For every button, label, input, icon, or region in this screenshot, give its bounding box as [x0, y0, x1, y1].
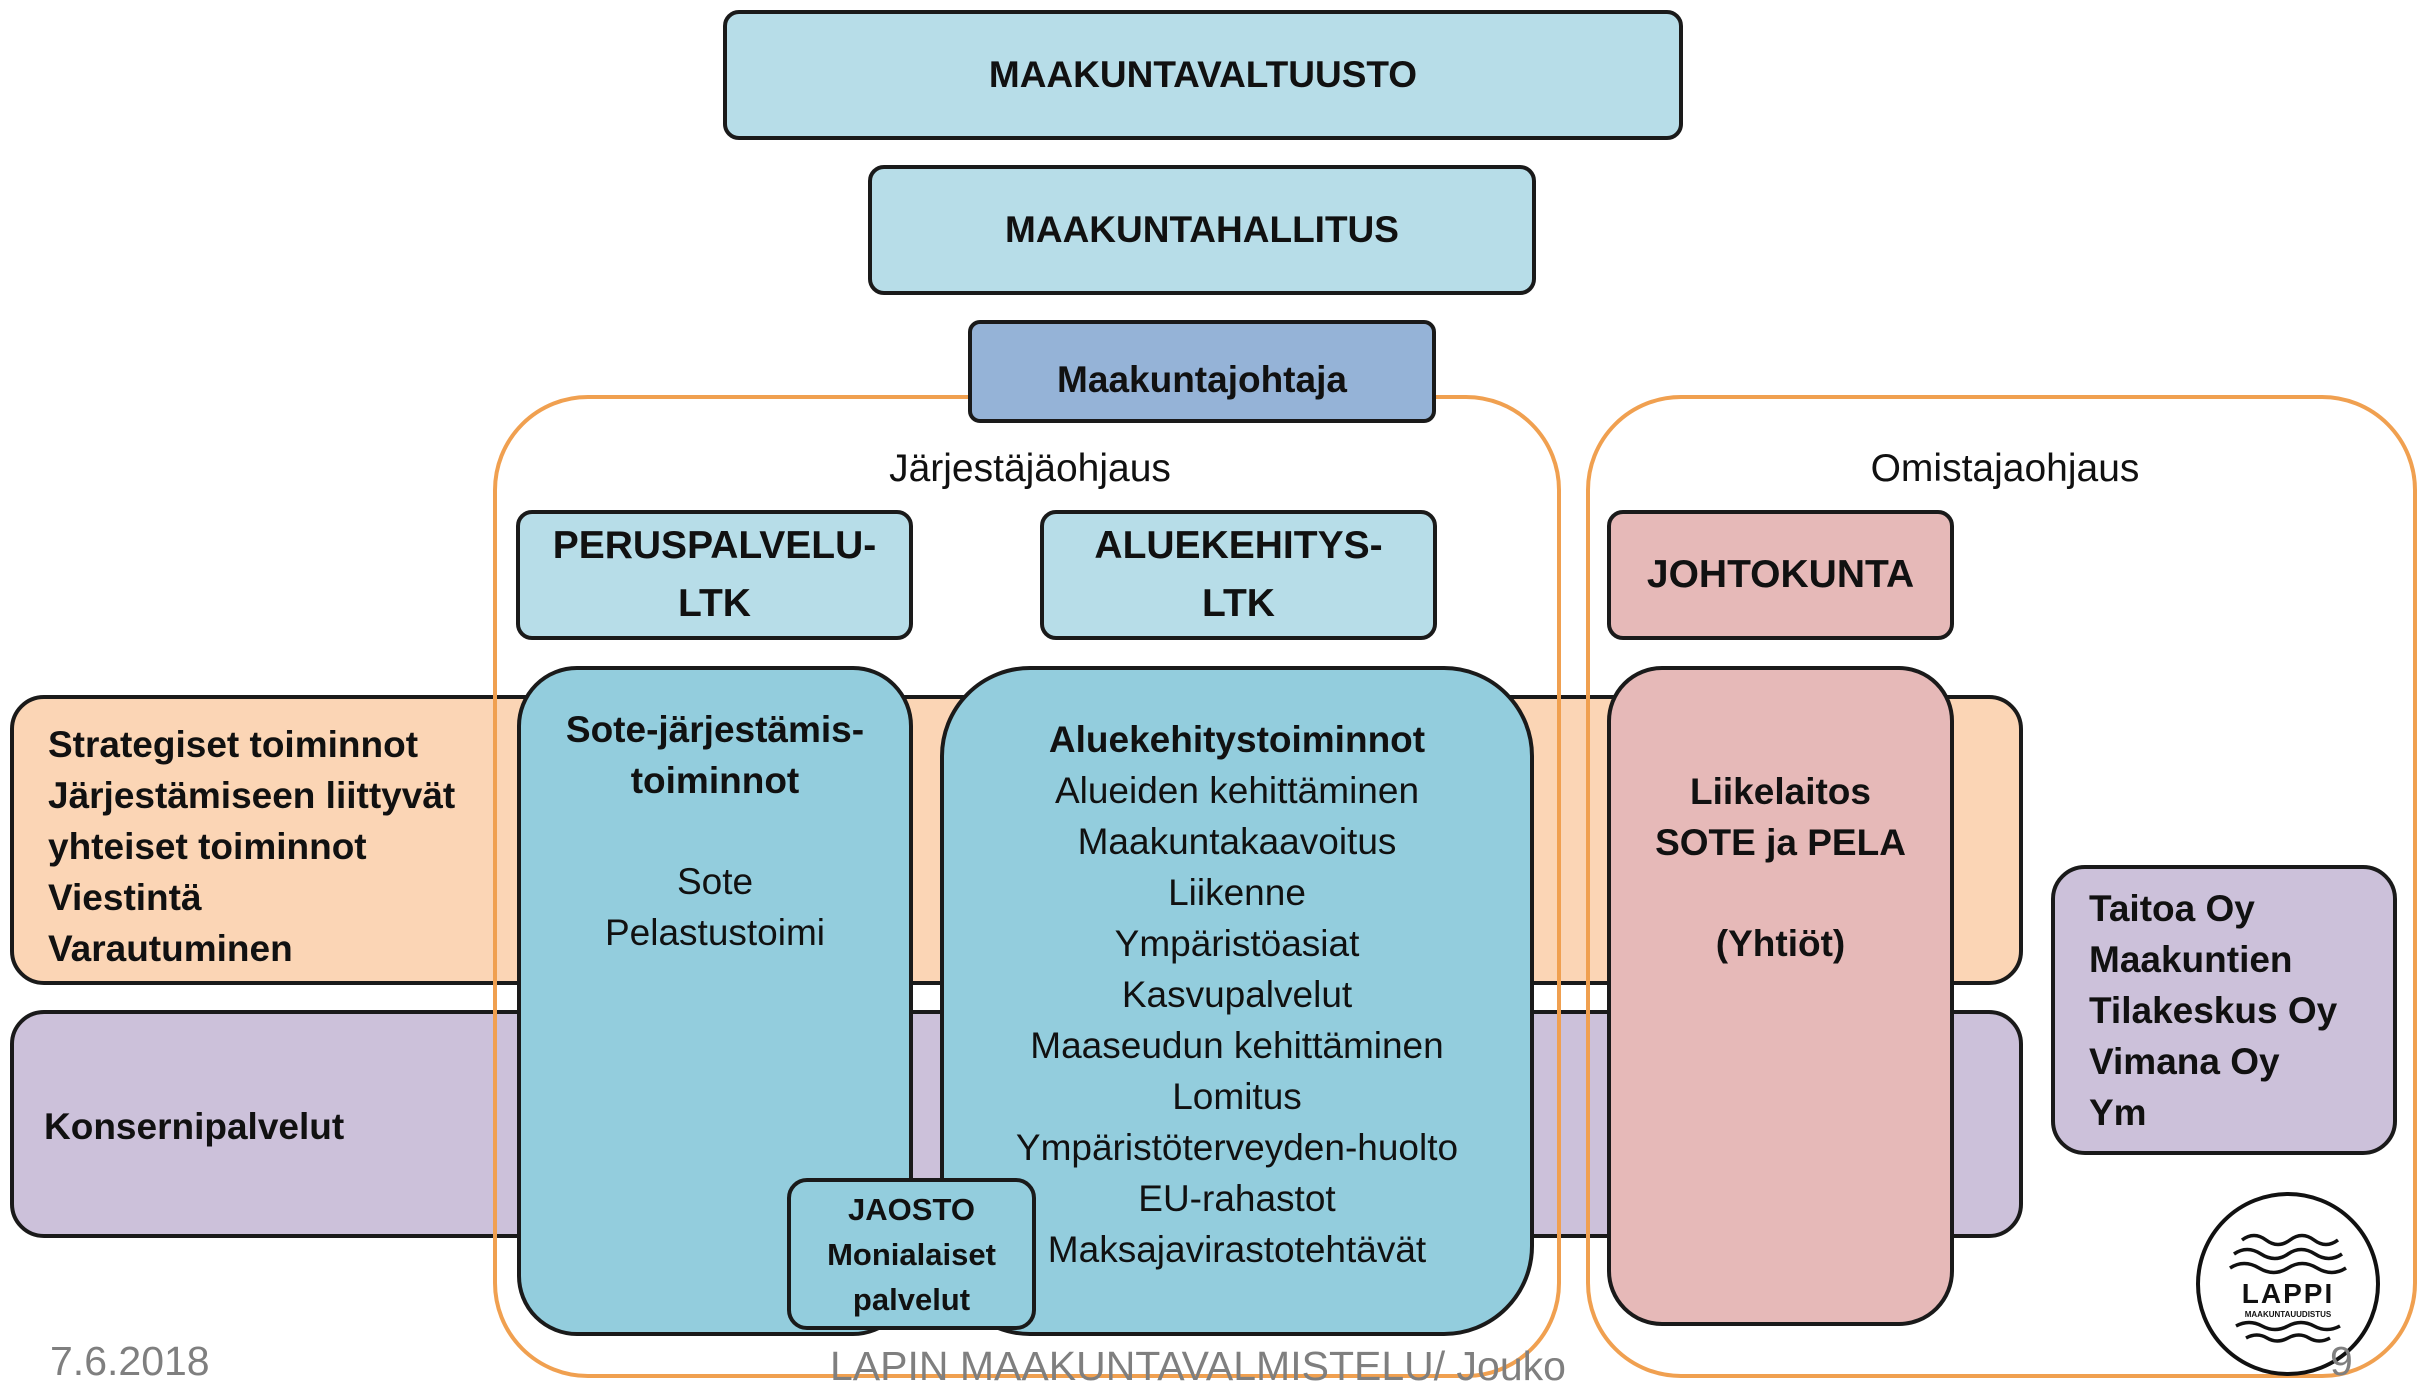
jaosto-box: JAOSTO Monialaiset palvelut: [787, 1178, 1036, 1330]
regional-item: Lomitus: [1172, 1076, 1302, 1117]
company-line: Tilakeskus Oy: [2089, 989, 2338, 1031]
sote-title-line: toiminnot: [630, 760, 800, 801]
strategic-line: Järjestämiseen liittyvät: [48, 775, 456, 816]
sote-title-line: Sote-järjestämis-: [565, 709, 865, 750]
regional-item: Maakuntakaavoitus: [1077, 821, 1397, 862]
director-label: Maakuntajohtaja: [1057, 359, 1347, 400]
board-of-directors-label: JOHTOKUNTA: [1646, 553, 1915, 596]
jaosto-line: JAOSTO: [848, 1191, 975, 1227]
company-line: Taitoa Oy: [2089, 887, 2255, 929]
strategic-line: Strategiset toiminnot: [48, 724, 419, 765]
council-box: MAAKUNTAVALTUUSTO: [723, 10, 1683, 140]
regional-item: EU-rahastot: [1138, 1178, 1336, 1219]
company-line: Maakuntien: [2089, 938, 2293, 980]
lappi-logo: LAPPI MAAKUNTAUUDISTUS: [2196, 1192, 2380, 1376]
regional-item: Liikenne: [1168, 872, 1306, 913]
regional-dev-functions-box: Aluekehitystoiminnot Alueiden kehittämin…: [940, 666, 1534, 1336]
strategic-line: Varautuminen: [48, 928, 293, 969]
regional-item: Maksajavirastotehtävät: [1047, 1229, 1427, 1270]
board-label: MAAKUNTAHALLITUS: [1005, 209, 1399, 250]
logo-text: LAPPI: [2241, 1278, 2335, 1309]
board-of-directors-box: JOHTOKUNTA: [1607, 510, 1954, 640]
strategic-line: Viestintä: [48, 877, 202, 918]
board-box: MAAKUNTAHALLITUS: [868, 165, 1536, 295]
group-services-label: Konsernipalvelut: [44, 1106, 345, 1147]
logo-subtext: MAAKUNTAUUDISTUS: [2244, 1310, 2332, 1319]
regional-title: Aluekehitystoiminnot: [1048, 719, 1426, 760]
regional-dev-committee-box: ALUEKEHITYS- LTK: [1040, 510, 1437, 640]
enterprise-line: SOTE ja PELA: [1655, 822, 1906, 863]
basic-services-line: PERUSPALVELU-: [552, 524, 877, 567]
regional-item: Maaseudun kehittäminen: [1030, 1025, 1444, 1066]
director-box: Maakuntajohtaja: [968, 320, 1436, 423]
companies-box: Taitoa Oy Maakuntien Tilakeskus Oy Viman…: [2051, 865, 2397, 1155]
company-line: Ym: [2089, 1091, 2147, 1133]
owner-steering-label: Omistajaohjaus: [1870, 447, 2140, 490]
council-label: MAAKUNTAVALTUUSTO: [988, 54, 1418, 95]
owner-steering-frame: [1586, 395, 2417, 1378]
company-line: Vimana Oy: [2089, 1040, 2280, 1082]
organizer-steering-label: Järjestäjäohjaus: [889, 447, 1171, 490]
sote-item: Pelastustoimi: [604, 912, 826, 953]
footer-title: LAPIN MAAKUNTAVALMISTELU/ Jouko: [830, 1343, 1566, 1389]
basic-services-line: LTK: [678, 582, 751, 625]
regional-item: Alueiden kehittäminen: [1054, 770, 1420, 811]
basic-services-committee-box: PERUSPALVELU- LTK: [516, 510, 913, 640]
enterprise-companies: (Yhtiöt): [1715, 923, 1846, 964]
jaosto-line: Monialaiset: [827, 1236, 996, 1272]
enterprise-line: Liikelaitos: [1690, 771, 1871, 812]
jaosto-line: palvelut: [852, 1281, 971, 1317]
regional-dev-line: ALUEKEHITYS-: [1094, 524, 1383, 567]
sote-item: Sote: [676, 861, 754, 902]
regional-item: Ympäristöasiat: [1114, 923, 1360, 964]
footer-page-number: 9: [2330, 1338, 2353, 1384]
regional-dev-line: LTK: [1202, 582, 1275, 625]
regional-item: Ympäristöterveyden-huolto: [1015, 1127, 1459, 1168]
regional-item: Kasvupalvelut: [1121, 974, 1353, 1015]
enterprise-box: Liikelaitos SOTE ja PELA (Yhtiöt): [1607, 666, 1954, 1326]
strategic-line: yhteiset toiminnot: [48, 826, 367, 867]
waves-icon: [2229, 1233, 2347, 1343]
footer-date: 7.6.2018: [50, 1338, 210, 1384]
strategic-band-text: Strategiset toiminnot Järjestämiseen lii…: [48, 719, 455, 974]
